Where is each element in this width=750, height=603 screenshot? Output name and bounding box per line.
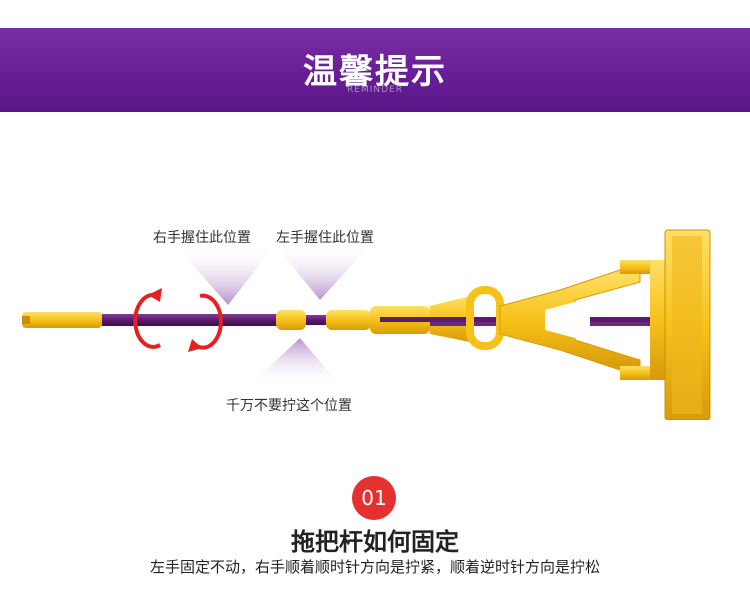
- joint-1: [276, 310, 306, 330]
- right-hand-highlight: [175, 245, 275, 305]
- step-number-badge: 01: [352, 476, 396, 520]
- right-hand-label: 右手握住此位置: [153, 230, 251, 246]
- mop-illustration: [22, 229, 711, 420]
- banner-subtitle: REMINDER: [347, 85, 403, 95]
- pole-section-1: [100, 314, 280, 326]
- left-hand-label: 左手握住此位置: [276, 230, 374, 246]
- joint-2: [326, 310, 371, 330]
- no-twist-label: 千万不要拧这个位置: [226, 398, 352, 414]
- left-hand-highlight: [275, 245, 370, 300]
- step-title: 拖把杆如何固定: [291, 528, 459, 556]
- step-description: 左手固定不动，右手顺着顺时针方向是拧紧，顺着逆时针方向是拧松: [149, 558, 600, 576]
- rotate-arrow-icon: [133, 292, 223, 350]
- handle-cap: [22, 312, 102, 328]
- reminder-banner: 温馨提示 REMINDER: [0, 28, 750, 112]
- banner-title: 温馨提示: [303, 52, 447, 92]
- no-twist-highlight: [250, 338, 340, 385]
